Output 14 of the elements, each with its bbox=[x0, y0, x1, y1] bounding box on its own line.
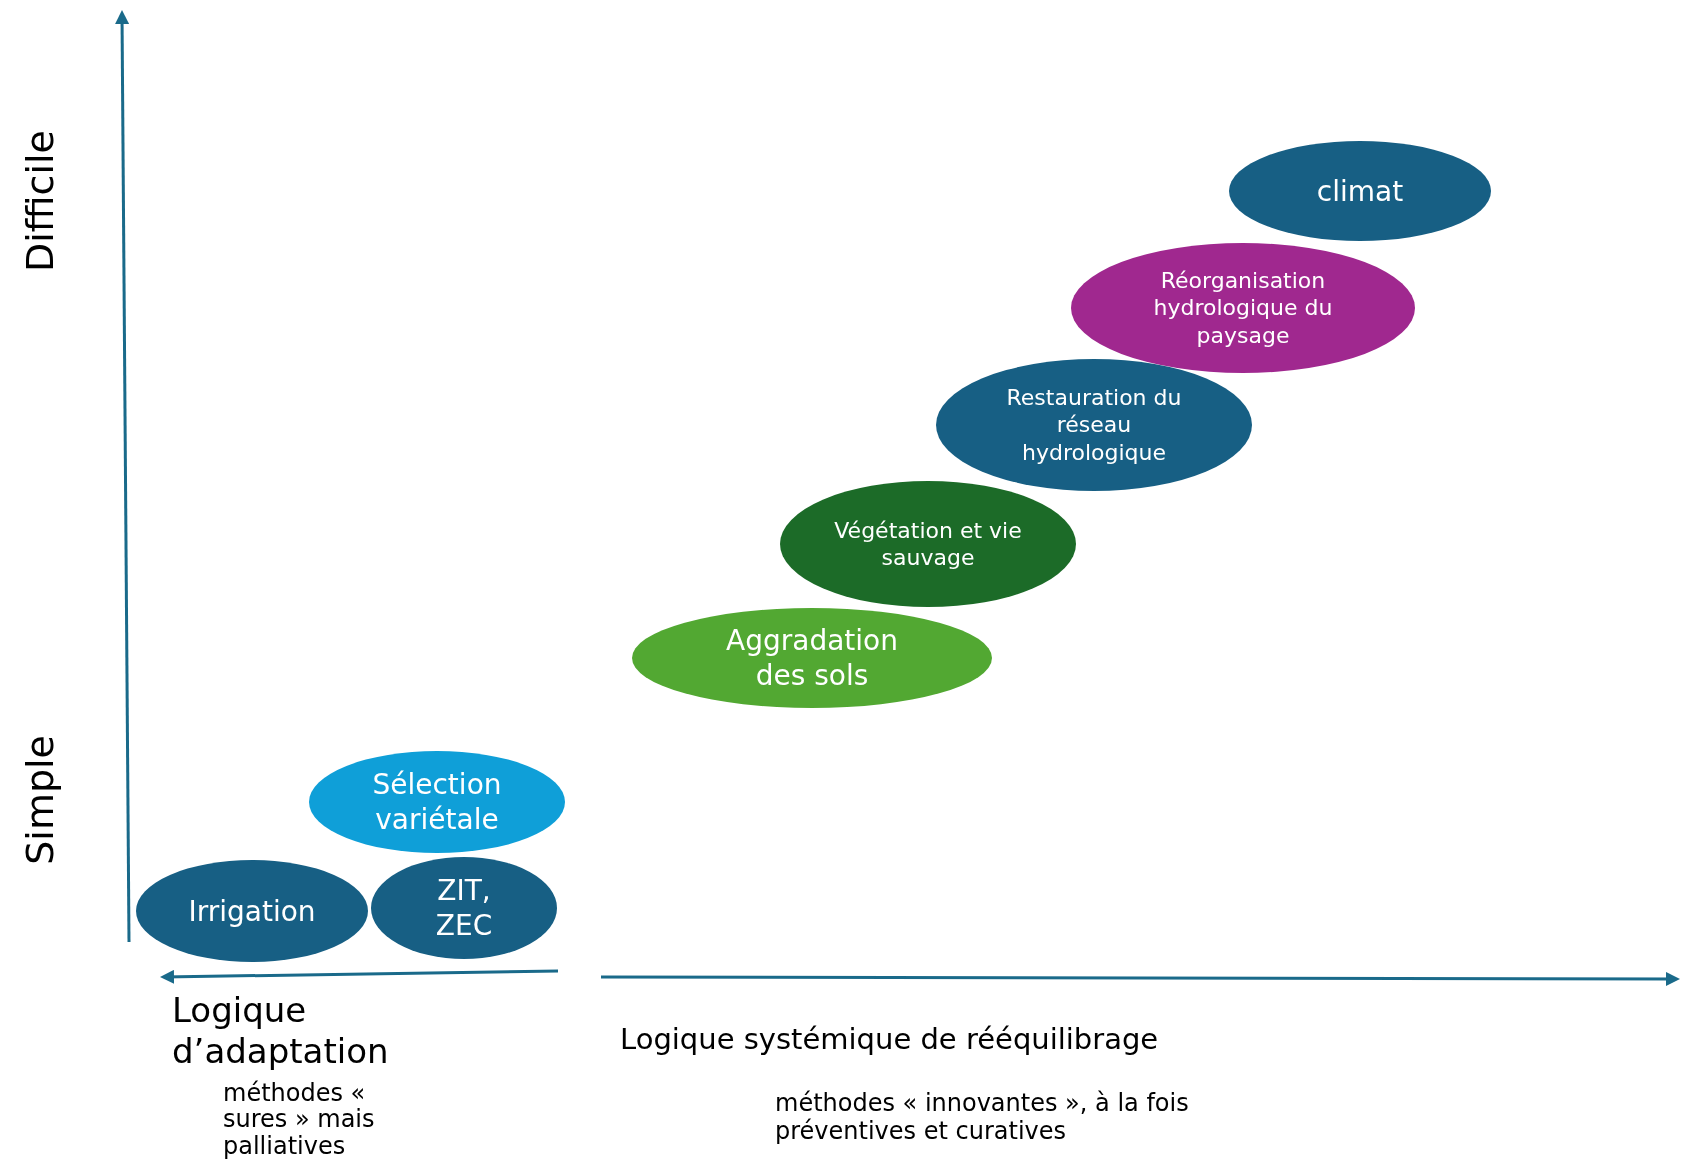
node-label: Sélection variétale bbox=[371, 767, 503, 837]
node-label: Restauration du réseau hydrologique bbox=[1005, 383, 1183, 467]
axis-caption: Logique d’adaptation bbox=[172, 990, 390, 1072]
node-label: ZIT, ZEC bbox=[434, 873, 494, 943]
axis-caption: méthodes « sures » mais palliatives bbox=[223, 1080, 376, 1160]
node-label: Végétation et vie sauvage bbox=[833, 516, 1023, 572]
axis-title: Difficile bbox=[18, 130, 63, 272]
node-label: Irrigation bbox=[188, 893, 316, 929]
node-label: climat bbox=[1316, 173, 1404, 209]
axis-caption: méthodes « innovantes », à la fois préventives et curatives bbox=[775, 1090, 1190, 1146]
node-label: Aggradation des sols bbox=[725, 623, 899, 693]
axis-title: Simple bbox=[18, 735, 63, 865]
axis-caption: Logique systémique de rééquilibrage bbox=[620, 1022, 1160, 1057]
node-label: Réorganisation hydrologique du paysage bbox=[1152, 266, 1334, 350]
